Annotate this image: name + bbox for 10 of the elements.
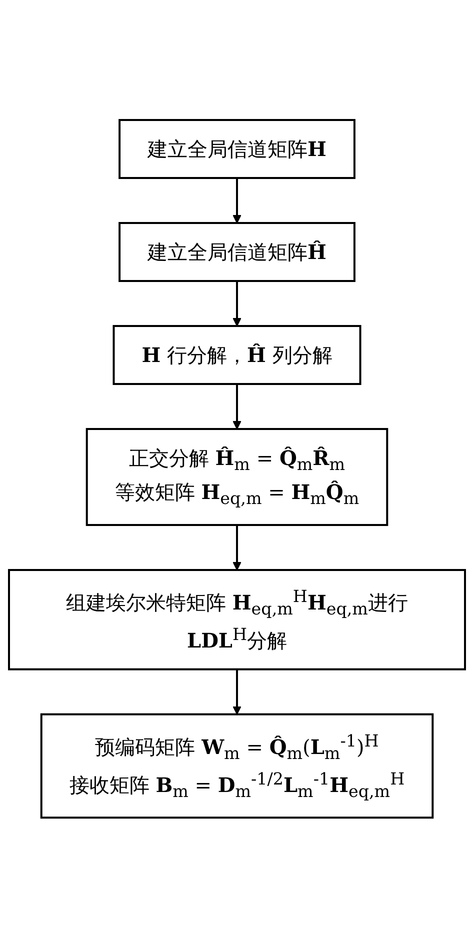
node-box: 建立全局信道矩阵Ĥ	[118, 222, 356, 282]
node-box: H 行分解，Ĥ 列分解	[112, 325, 362, 386]
arrow	[232, 525, 242, 571]
node-box: 正交分解 Ĥ$_{m}$ = Q̂$_{m}$R̂$_{m}$ 等效矩阵 H$_{eq,m}$ = H$_{m}$Q̂$_{m}$	[86, 428, 388, 526]
arrow	[232, 281, 242, 327]
arrow	[232, 178, 242, 224]
node-box: 组建埃尔米特矩阵 H$_{eq,m}$$^{H}$H$_{eq,m}$进行LDL$^{H}$分解	[8, 569, 466, 670]
node-box: 建立全局信道矩阵H	[118, 119, 356, 180]
arrow	[232, 384, 242, 430]
arrow	[232, 670, 242, 715]
